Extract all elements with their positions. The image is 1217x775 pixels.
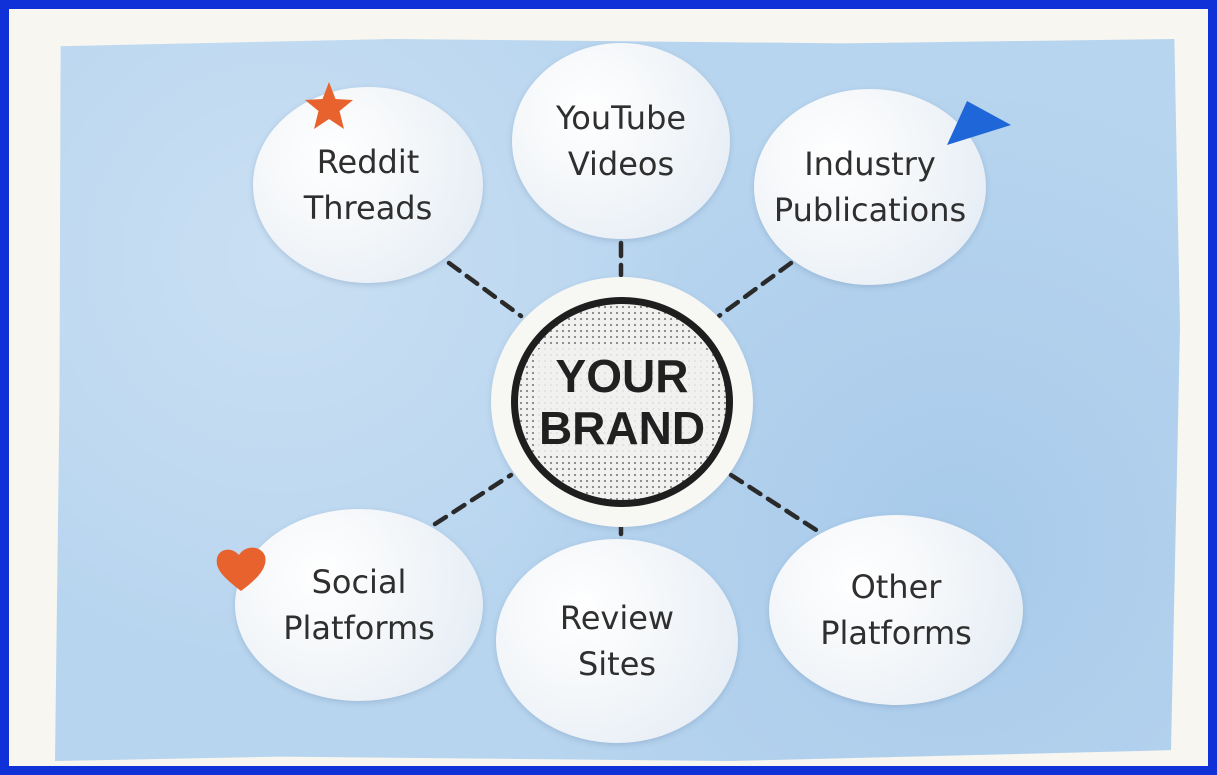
node-label: Industry Publications: [773, 145, 967, 229]
flag-icon: [947, 101, 1011, 145]
node-youtube-videos: YouTube Videos: [512, 43, 730, 239]
node-label: YouTube Videos: [555, 99, 687, 183]
hub-label: YOUR BRAND: [534, 348, 710, 456]
connector-social: [432, 472, 514, 527]
node-social-platforms: Social Platforms: [235, 509, 483, 701]
node-industry-publications: Industry Publications: [754, 89, 986, 285]
node-label: Reddit Threads: [303, 143, 433, 227]
hub-node: YOUR BRAND: [491, 277, 753, 527]
hub-ring: YOUR BRAND: [511, 297, 733, 507]
node-label: Review Sites: [559, 599, 675, 683]
connector-reddit: [446, 260, 524, 319]
node-other-platforms: Other Platforms: [769, 515, 1023, 705]
star-icon: [305, 82, 353, 129]
connector-lines: [432, 218, 830, 578]
node-label: Other Platforms: [820, 568, 972, 652]
connector-other: [728, 472, 830, 540]
heart-icon: [216, 547, 266, 591]
node-review-sites: Review Sites: [496, 539, 738, 743]
connector-industry: [716, 260, 794, 319]
node-reddit-threads: Reddit Threads: [253, 87, 483, 283]
node-label: Social Platforms: [283, 563, 435, 647]
